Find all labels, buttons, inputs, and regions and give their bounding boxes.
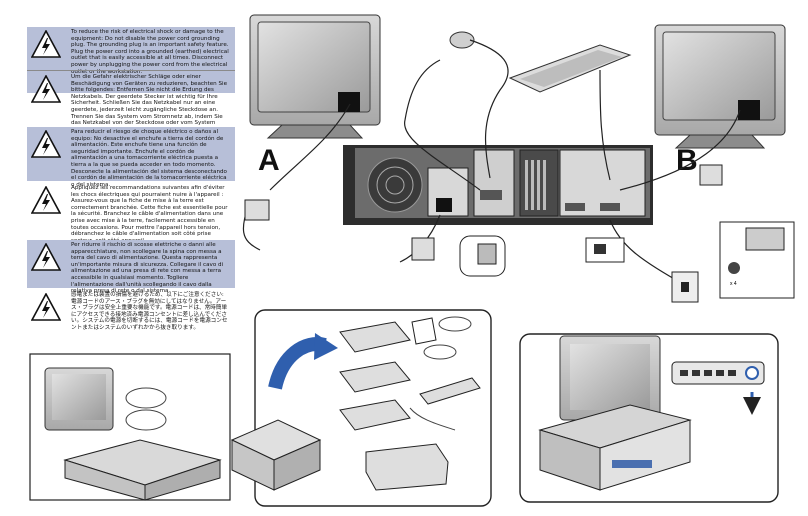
lightning-warning-icon: [31, 243, 61, 271]
lightning-warning-icon: [31, 30, 61, 58]
monitor-connector-callout: [459, 235, 506, 277]
workstation-rear-panel: [343, 145, 653, 225]
warning-text-ja: 感電または装置の損傷を避けるため、以下にご注意ください: 電源コードのアース・プ…: [71, 292, 228, 331]
label-b: B: [676, 144, 698, 177]
quantity-label: x 4: [730, 281, 737, 287]
power-socket-icon: [436, 198, 452, 212]
network-callout: [585, 237, 625, 263]
warning-panel-it: Per ridurre il rischio di scosse elettri…: [27, 240, 235, 294]
warning-text-es: Para reducir el riesgo de choque eléctri…: [71, 129, 227, 188]
warning-text-it: Per ridurre il rischio di scosse elettri…: [71, 242, 224, 295]
mount-callout: x 4: [719, 221, 795, 299]
lightning-warning-icon: [31, 75, 61, 103]
warning-panel-ja: 感電または装置の損傷を避けるため、以下にご注意ください: 電源コードのアース・プ…: [27, 290, 235, 342]
workstation-front-panel: [519, 333, 779, 503]
mouse: [449, 31, 475, 49]
warning-panel-es: Para reducir el riesgo de choque eléctri…: [27, 127, 235, 188]
wall-outlet: [671, 271, 699, 303]
warning-text-en: To reduce the risk of electrical shock o…: [71, 29, 229, 75]
power-button-icon: [745, 366, 759, 380]
lightning-warning-icon: [31, 186, 61, 214]
io-ports: [473, 149, 515, 217]
keyboard: [508, 44, 632, 93]
cables: [242, 39, 741, 286]
packing-box: [29, 353, 231, 501]
monitor-a: [249, 14, 381, 139]
power-socket-icon: [738, 100, 760, 120]
lightning-warning-icon: [31, 293, 61, 321]
warning-panel-en: To reduce the risk of electrical shock o…: [27, 27, 235, 93]
label-a: A: [258, 144, 280, 177]
monitor-b: [654, 24, 786, 149]
lightning-warning-icon: [31, 130, 61, 158]
box-contents-panel: [230, 309, 492, 507]
power-plug: [244, 164, 723, 261]
fan-grill: [367, 157, 423, 213]
power-socket-icon: [338, 92, 360, 112]
